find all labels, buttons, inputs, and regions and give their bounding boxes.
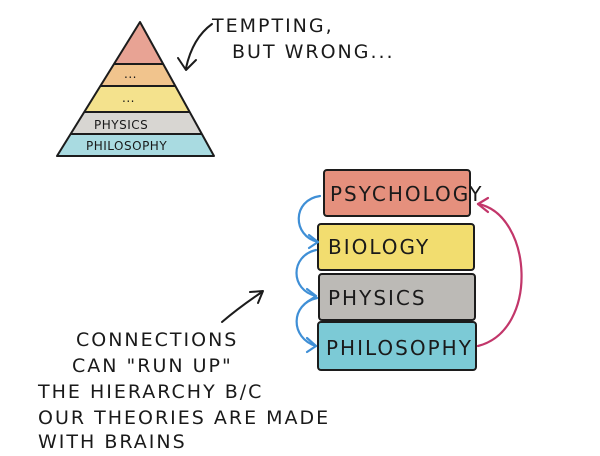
connections-note-line-4: OUR THEORIES ARE MADE: [38, 407, 330, 429]
upward-connections: [295, 194, 322, 354]
block-label-physics: PHYSICS: [328, 286, 427, 310]
tempting-note-line-2: BUT WRONG...: [232, 41, 395, 63]
pyramid-layer-5: [57, 134, 214, 156]
connections-note-line-3: THE HIERARCHY B/C: [37, 381, 263, 403]
tempting-note: TEMPTING, BUT WRONG...: [177, 15, 395, 71]
pyramid-layer-4: [57, 112, 214, 134]
block-psychology: [323, 169, 471, 217]
tempting-arrow: [177, 23, 213, 71]
pyramid-layer-3: [57, 86, 214, 112]
connections-arrow: [221, 290, 264, 323]
discipline-stack: PSYCHOLOGY BIOLOGY PHYSICS PHILOSOPHY: [295, 169, 523, 371]
block-label-biology: BIOLOGY: [328, 235, 430, 259]
block-biology: [317, 223, 475, 271]
block-label-psychology: PSYCHOLOGY: [330, 182, 484, 206]
pyramid-label-philosophy: PHILOSOPHY: [86, 139, 167, 153]
connector-psychology-biology: [297, 194, 322, 244]
pyramid-label-physics: PHYSICS: [94, 118, 148, 132]
pyramid-outline: [56, 21, 215, 157]
block-physics: [318, 273, 476, 321]
connections-note-line-1: CONNECTIONS: [76, 329, 238, 351]
tempting-note-line-1: TEMPTING,: [211, 15, 334, 37]
return-arrow-head: [476, 196, 490, 214]
return-arrow: [476, 196, 523, 348]
return-arrow-path: [476, 202, 523, 348]
pyramid-label-layer-2: ...: [124, 67, 137, 81]
connector-physics-philosophy-head: [305, 336, 318, 354]
connector-biology-physics: [295, 248, 318, 298]
connector-physics-philosophy: [295, 296, 319, 348]
connector-psychology-biology-head: [307, 233, 320, 250]
block-philosophy: [317, 321, 477, 371]
connections-note-line-2: CAN "RUN UP": [72, 355, 233, 377]
pyramid-label-layer-3: ...: [122, 91, 135, 105]
connections-note: CONNECTIONS CAN "RUN UP" THE HIERARCHY B…: [37, 290, 330, 453]
connections-note-line-5: WITH BRAINS: [38, 431, 187, 453]
pyramid: ... ... PHYSICS PHILOSOPHY: [56, 21, 215, 157]
block-label-philosophy: PHILOSOPHY: [326, 336, 473, 360]
